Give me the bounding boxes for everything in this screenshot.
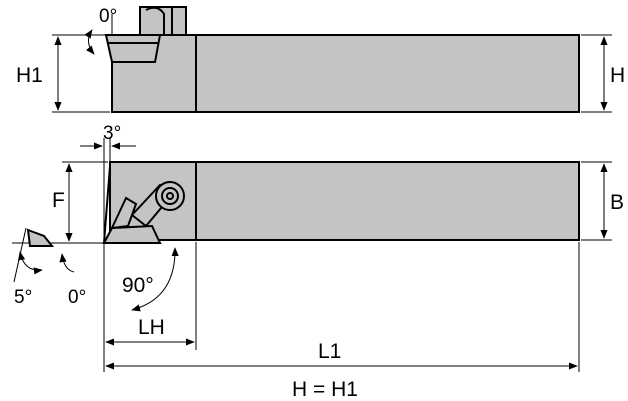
shank-side-body — [111, 34, 580, 113]
l1-label: L1 — [318, 340, 341, 363]
approach-angle-indicator: 90° — [103, 243, 179, 372]
h1-dimension: H1 — [16, 34, 110, 113]
b-label: B — [610, 191, 624, 214]
f-label: F — [52, 189, 65, 212]
side-angle-label: 3° — [103, 123, 121, 144]
side-view — [104, 6, 580, 113]
clamp-screw-icon — [145, 6, 165, 35]
lh-dimension: LH — [105, 242, 197, 350]
h-label: H — [610, 64, 625, 87]
footnote-label: H = H1 — [292, 378, 358, 401]
h1-label: H1 — [16, 64, 43, 87]
h-dimension: H — [581, 34, 625, 113]
seat-icon — [110, 196, 138, 230]
top-angle-indicator: 0° — [84, 6, 117, 55]
b-dimension: B — [581, 161, 624, 241]
l1-dimension: L1 — [105, 242, 580, 372]
rake-insert-icon — [26, 228, 55, 247]
plan-view — [102, 161, 580, 244]
f-dimension: F — [52, 161, 108, 242]
rake-section: 5° 0° — [12, 227, 104, 308]
rake-5-label: 5° — [14, 287, 32, 308]
side-angle-indicator: 3° — [80, 123, 136, 243]
lh-label: LH — [138, 316, 165, 339]
shank-plan-body — [109, 161, 580, 241]
clamp-screw-inner-icon — [161, 187, 179, 205]
approach-angle-label: 90° — [122, 274, 154, 297]
insert-side-icon — [104, 34, 162, 63]
top-angle-label: 0° — [99, 6, 117, 27]
insert-plan-icon — [102, 224, 162, 244]
rake-0-label: 0° — [68, 287, 86, 308]
